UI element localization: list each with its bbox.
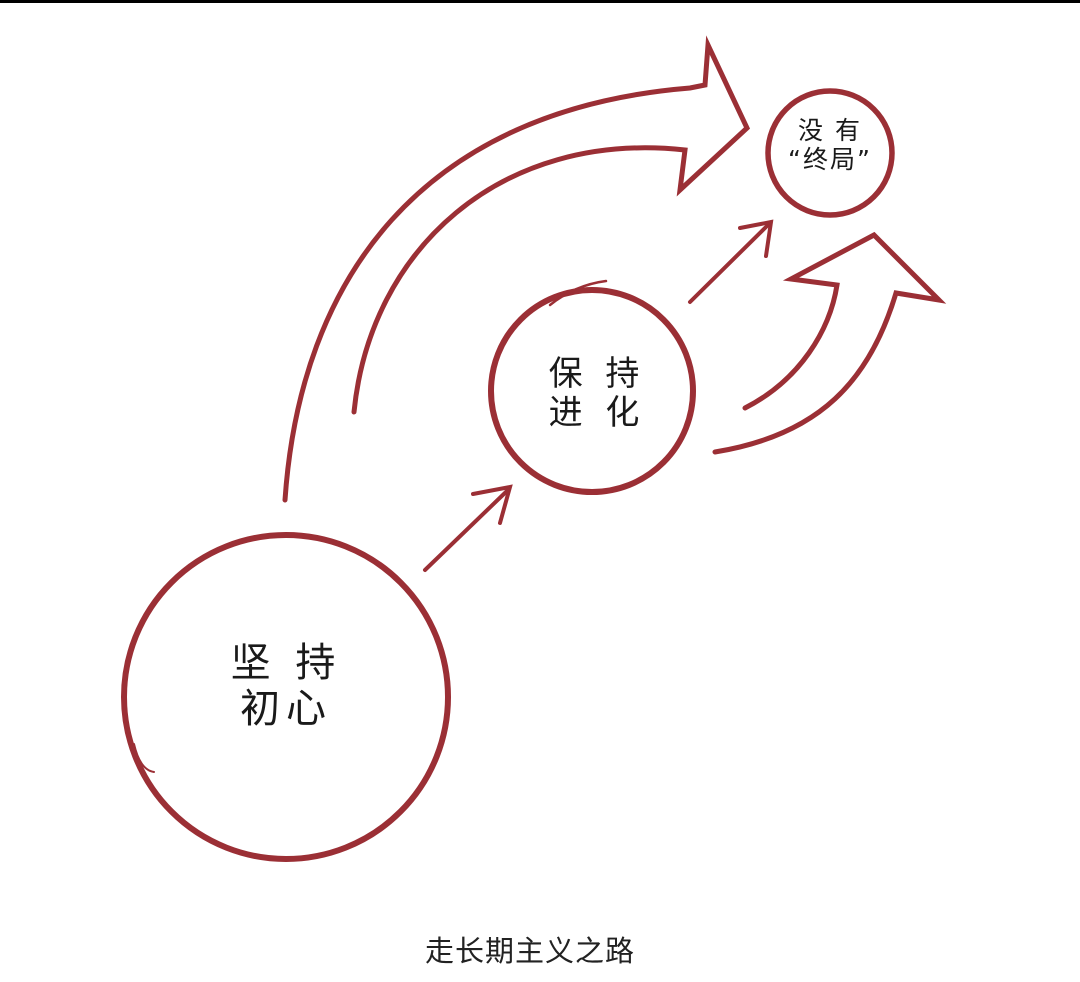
arrow-start-to-end-large: [282, 35, 751, 503]
node-label-start: 坚 持 初心: [206, 640, 366, 732]
node-label-middle-line2: 进 化: [548, 393, 646, 434]
circle-start: [121, 532, 451, 862]
arrow-middle-to-end: [688, 219, 774, 304]
node-label-end-line2: “终局”: [788, 144, 872, 174]
circle-middle: [488, 279, 696, 495]
node-label-end-line1: 没 有: [798, 116, 862, 145]
node-label-middle-line1: 保 持: [548, 354, 646, 394]
circle-end: [765, 88, 895, 218]
node-label-start-line2: 初心: [240, 686, 332, 732]
top-border-bar: [0, 0, 1080, 3]
node-label-end: 没 有 “终局”: [770, 116, 890, 175]
diagram-caption: 走长期主义之路: [424, 934, 635, 968]
arrow-middle-outward-large: [712, 231, 947, 455]
node-label-start-line1: 坚 持: [230, 640, 342, 686]
node-label-middle: 保 持 进 化: [532, 354, 662, 434]
arrow-start-to-middle: [423, 484, 513, 572]
